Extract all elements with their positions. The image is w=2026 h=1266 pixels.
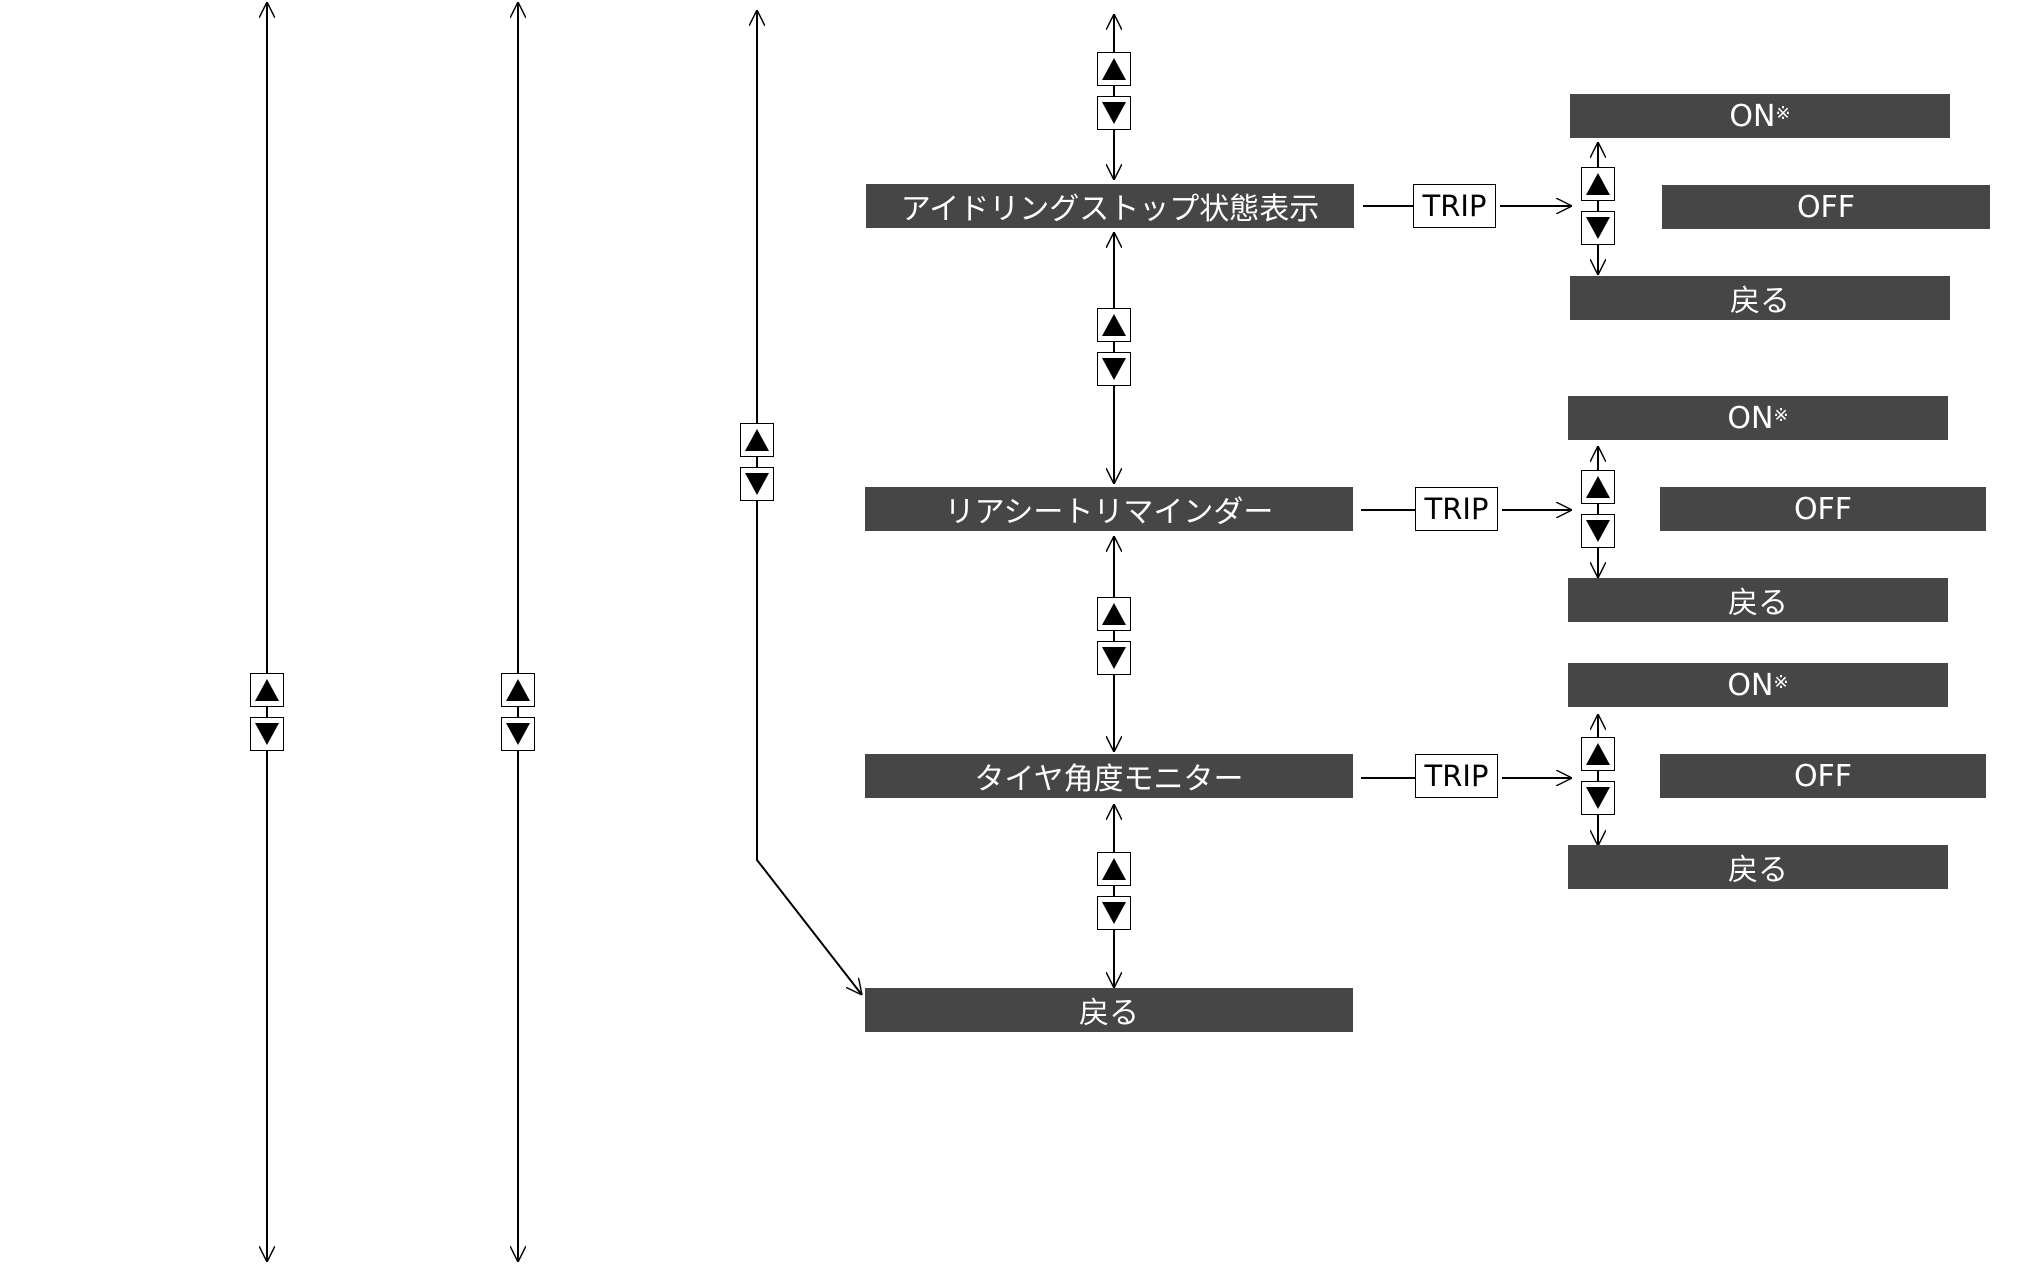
down-button[interactable] — [1097, 96, 1131, 130]
down-triangle-icon — [506, 723, 530, 745]
up-triangle-icon — [1586, 476, 1610, 498]
trip-label: TRIP — [1424, 492, 1489, 526]
option-back-label: 戻る — [1730, 284, 1790, 319]
option-on[interactable]: ON※ — [1568, 396, 1948, 440]
up-button[interactable] — [1097, 308, 1131, 342]
down-triangle-icon — [1102, 647, 1126, 669]
menu-item-idling-stop[interactable]: アイドリングストップ状態表示 — [866, 184, 1354, 228]
option-off[interactable]: OFF — [1660, 487, 1986, 531]
option-back-label: 戻る — [1728, 853, 1788, 888]
option-off[interactable]: OFF — [1662, 185, 1990, 229]
trip-label: TRIP — [1422, 189, 1487, 223]
up-button[interactable] — [250, 673, 284, 707]
up-button[interactable] — [1581, 737, 1615, 771]
up-button[interactable] — [1581, 167, 1615, 201]
menu-item-label: アイドリングストップ状態表示 — [900, 192, 1320, 227]
trip-label: TRIP — [1424, 759, 1489, 793]
down-triangle-icon — [1102, 902, 1126, 924]
down-triangle-icon — [1586, 520, 1610, 542]
down-triangle-icon — [255, 723, 279, 745]
up-triangle-icon — [745, 429, 769, 451]
option-back[interactable]: 戻る — [1568, 845, 1948, 889]
option-off-label: OFF — [1793, 758, 1853, 794]
option-on[interactable]: ON※ — [1568, 663, 1948, 707]
down-button[interactable] — [1097, 896, 1131, 930]
down-button[interactable] — [1581, 211, 1615, 245]
menu-item-back[interactable]: 戻る — [865, 988, 1353, 1032]
up-triangle-icon — [1102, 58, 1126, 80]
up-button[interactable] — [1581, 470, 1615, 504]
option-off-label: OFF — [1796, 189, 1856, 225]
down-button[interactable] — [740, 467, 774, 501]
option-on[interactable]: ON※ — [1570, 94, 1950, 138]
down-button[interactable] — [501, 717, 535, 751]
menu-item-label: 戻る — [1079, 996, 1139, 1031]
option-back-label: 戻る — [1728, 586, 1788, 621]
down-triangle-icon — [1102, 358, 1126, 380]
up-triangle-icon — [255, 679, 279, 701]
up-button[interactable] — [501, 673, 535, 707]
down-button[interactable] — [1581, 781, 1615, 815]
down-triangle-icon — [1586, 787, 1610, 809]
up-button[interactable] — [740, 423, 774, 457]
up-triangle-icon — [1102, 858, 1126, 880]
trip-button[interactable]: TRIP — [1413, 184, 1496, 228]
option-on-label: ON — [1727, 667, 1774, 703]
up-triangle-icon — [1586, 743, 1610, 765]
menu-item-rear-seat-reminder[interactable]: リアシートリマインダー — [865, 487, 1353, 531]
option-back[interactable]: 戻る — [1568, 578, 1948, 622]
option-on-label: ON — [1729, 98, 1776, 134]
down-button[interactable] — [250, 717, 284, 751]
down-button[interactable] — [1581, 514, 1615, 548]
down-triangle-icon — [1586, 217, 1610, 239]
option-off[interactable]: OFF — [1660, 754, 1986, 798]
down-button[interactable] — [1097, 352, 1131, 386]
down-triangle-icon — [1102, 102, 1126, 124]
menu-item-label: タイヤ角度モニター — [974, 762, 1244, 797]
up-button[interactable] — [1097, 597, 1131, 631]
menu-item-label: リアシートリマインダー — [944, 495, 1274, 530]
up-button[interactable] — [1097, 52, 1131, 86]
up-triangle-icon — [1102, 314, 1126, 336]
up-triangle-icon — [1102, 603, 1126, 625]
option-off-label: OFF — [1793, 491, 1853, 527]
up-triangle-icon — [1586, 173, 1610, 195]
down-triangle-icon — [745, 473, 769, 495]
trip-button[interactable]: TRIP — [1415, 487, 1498, 531]
up-button[interactable] — [1097, 852, 1131, 886]
menu-loop-line — [757, 10, 862, 995]
menu-item-tire-angle-monitor[interactable]: タイヤ角度モニター — [865, 754, 1353, 798]
option-on-label: ON — [1727, 400, 1774, 436]
up-triangle-icon — [506, 679, 530, 701]
trip-button[interactable]: TRIP — [1415, 754, 1498, 798]
option-back[interactable]: 戻る — [1570, 276, 1950, 320]
down-button[interactable] — [1097, 641, 1131, 675]
